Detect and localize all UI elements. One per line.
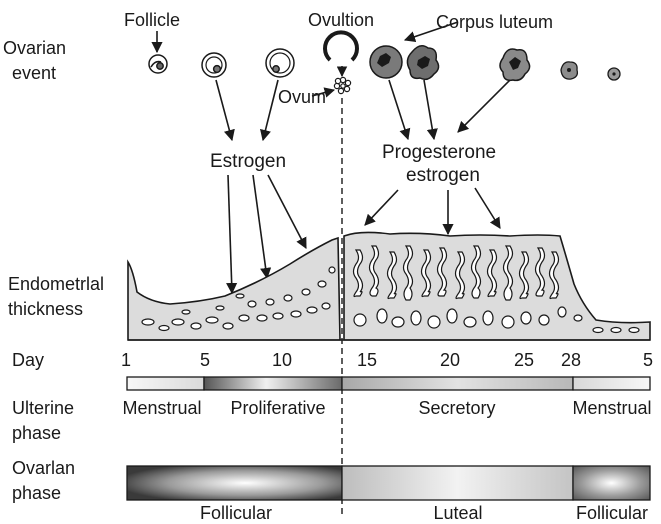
- follicle-icon: [149, 55, 167, 73]
- endometrial-gland: [223, 323, 233, 329]
- day-tick: 5: [200, 350, 210, 370]
- ovarian-event-label: Ovarian event: [3, 38, 71, 83]
- uterine-phase-name: Secretory: [418, 398, 495, 418]
- ovarian-phase-label: Ovarlan phase: [12, 458, 80, 503]
- endometrial-gland: [239, 315, 249, 321]
- uterine-phase-label: Ulterine phase: [12, 398, 79, 443]
- endometrial-gland: [502, 316, 514, 328]
- uterine-phase-name: Proliferative: [230, 398, 325, 418]
- endometrial-gland: [206, 317, 218, 323]
- endometrial-gland: [236, 294, 244, 298]
- endometrial-gland: [329, 267, 335, 273]
- estrogen-label: Estrogen: [210, 151, 286, 172]
- endometrium-tissue: [128, 232, 650, 340]
- progesterone-estrogen-label: estrogen: [406, 165, 480, 186]
- corpus-luteum-label: Corpus luteum: [436, 12, 553, 32]
- day-tick: 20: [440, 350, 460, 370]
- ovarian-phase-name: Follicular: [576, 503, 648, 523]
- endometrial-gland: [428, 316, 440, 328]
- corpus-luteum-icon: [561, 62, 577, 79]
- endometrial-gland: [539, 315, 549, 325]
- ovarian-phase-name: Luteal: [433, 503, 482, 523]
- day-tick: 28: [561, 350, 581, 370]
- endometrial-gland: [191, 323, 201, 329]
- day-tick: 5: [643, 350, 653, 370]
- endometrial-thickness-label: Endometrlal thickness: [8, 274, 109, 319]
- follicle-icon: [202, 53, 226, 77]
- corpus-luteum-icon: [500, 49, 530, 80]
- corpus-luteum-icon: [608, 68, 620, 80]
- endometrial-gland: [521, 312, 531, 324]
- endometrial-gland: [284, 295, 292, 301]
- day-label: Day: [12, 350, 44, 370]
- ovarian-phase-name: Follicular: [200, 503, 272, 523]
- ovum-label: Ovum: [278, 87, 326, 107]
- endometrial-gland: [142, 319, 154, 325]
- follicle-icon: [266, 49, 294, 77]
- endometrial-gland: [248, 301, 256, 307]
- day-tick: 25: [514, 350, 534, 370]
- ovulation-label: Ovultion: [308, 10, 374, 30]
- uterine-phase-name: Menstrual: [122, 398, 201, 418]
- endometrial-gland: [322, 303, 330, 309]
- endometrial-gland: [629, 328, 639, 333]
- endometrial-gland: [273, 313, 283, 319]
- follicle-label: Follicle: [124, 10, 180, 30]
- endometrial-gland: [483, 311, 493, 325]
- corpus-luteum-icon: [407, 46, 438, 80]
- endometrial-gland: [377, 309, 387, 323]
- endometrial-gland: [574, 315, 582, 321]
- endometrial-gland: [558, 307, 566, 317]
- day-tick: 15: [357, 350, 377, 370]
- progesterone-label: Progesterone: [382, 142, 496, 163]
- endometrial-gland: [216, 306, 224, 310]
- endometrial-gland: [159, 326, 169, 331]
- ovulation-icon: [325, 32, 357, 60]
- endometrial-gland: [611, 328, 621, 333]
- uterine-phase-name: Menstrual: [572, 398, 651, 418]
- endometrial-gland: [447, 309, 457, 323]
- endometrial-gland: [392, 317, 404, 327]
- endometrial-gland: [411, 311, 421, 325]
- endometrial-gland: [266, 299, 274, 305]
- ovarian-phase-bar: [127, 466, 650, 500]
- endometrial-gland: [464, 317, 476, 327]
- endometrial-gland: [172, 319, 184, 325]
- corpus-luteum-icon: [370, 46, 402, 78]
- day-tick: 1: [121, 350, 131, 370]
- endometrial-gland: [307, 307, 317, 313]
- endometrial-gland: [182, 310, 190, 314]
- endometrial-gland: [291, 311, 301, 317]
- uterine-phase-bar: [127, 377, 650, 390]
- endometrial-gland: [593, 328, 603, 333]
- day-tick: 10: [272, 350, 292, 370]
- ovum-icon: [334, 77, 350, 93]
- endometrial-gland: [302, 289, 310, 295]
- endometrial-gland: [257, 315, 267, 321]
- endometrial-gland: [318, 281, 326, 287]
- endometrial-gland: [354, 314, 366, 326]
